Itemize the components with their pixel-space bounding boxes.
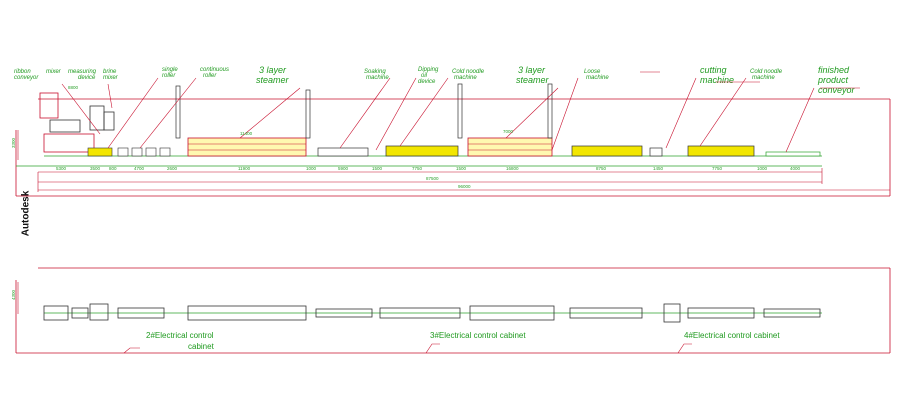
dim-seg-11: 16800 bbox=[506, 166, 519, 171]
dim-height: 3300 bbox=[11, 137, 16, 148]
dim-seg-13: 1450 bbox=[653, 166, 664, 171]
dim-seg-4: 2600 bbox=[167, 166, 178, 171]
dim-seg-2: 800 bbox=[109, 166, 117, 171]
dim-plan-width: 4300 bbox=[11, 289, 16, 300]
ribbon-conveyor-base bbox=[43, 133, 95, 153]
dim-seg-0: 5300 bbox=[56, 166, 67, 171]
cabinet-4-label: 4#Electrical control cabinet bbox=[684, 331, 780, 340]
dim-top: 8800 bbox=[68, 85, 79, 90]
loose-machine-body bbox=[571, 145, 643, 157]
dim-seg-7: 5900 bbox=[338, 166, 349, 171]
elevation-dimensions: 3300 8800 11400 7000 5300 3500 800 4700 … bbox=[11, 85, 801, 189]
leader-lines bbox=[61, 71, 860, 153]
measuring-device-box bbox=[89, 105, 105, 131]
soaking-machine-body bbox=[317, 147, 369, 157]
brine-mixer-box bbox=[103, 111, 115, 131]
dim-seg-1: 3500 bbox=[90, 166, 101, 171]
dim-seg-16: 4000 bbox=[790, 166, 801, 171]
dim-seg-12: 8750 bbox=[596, 166, 607, 171]
label-mixer: mixer bbox=[46, 69, 62, 75]
dim-total-line: 87500 bbox=[426, 176, 439, 181]
dim-seg-15: 1000 bbox=[757, 166, 768, 171]
dim-seg-14: 7750 bbox=[712, 166, 723, 171]
mixer-body bbox=[39, 92, 59, 119]
steamer-2-body bbox=[467, 137, 553, 157]
dim-seg-3: 4700 bbox=[134, 166, 145, 171]
continuous-roller bbox=[117, 147, 171, 157]
dim-steamer1: 11400 bbox=[240, 131, 253, 136]
cabinet-3-label: 3#Electrical control cabinet bbox=[430, 331, 526, 340]
cold-noodle-2-body bbox=[687, 145, 755, 157]
mixer-tank bbox=[49, 119, 81, 133]
dim-seg-9: 7750 bbox=[412, 166, 423, 171]
finished-conveyor-body bbox=[765, 151, 821, 157]
equipment bbox=[39, 83, 821, 157]
dim-steamer2: 7000 bbox=[503, 129, 514, 134]
cold-noodle-1-body bbox=[385, 145, 459, 157]
steamer-1-body bbox=[187, 137, 307, 157]
dim-seg-5: 11900 bbox=[238, 166, 251, 171]
cutting-machine-body bbox=[649, 147, 663, 157]
dim-seg-10: 1500 bbox=[456, 166, 467, 171]
dim-seg-6: 1000 bbox=[306, 166, 317, 171]
plan-view bbox=[15, 267, 891, 354]
dim-total-overall: 96000 bbox=[458, 184, 471, 189]
dim-seg-8: 1500 bbox=[372, 166, 383, 171]
